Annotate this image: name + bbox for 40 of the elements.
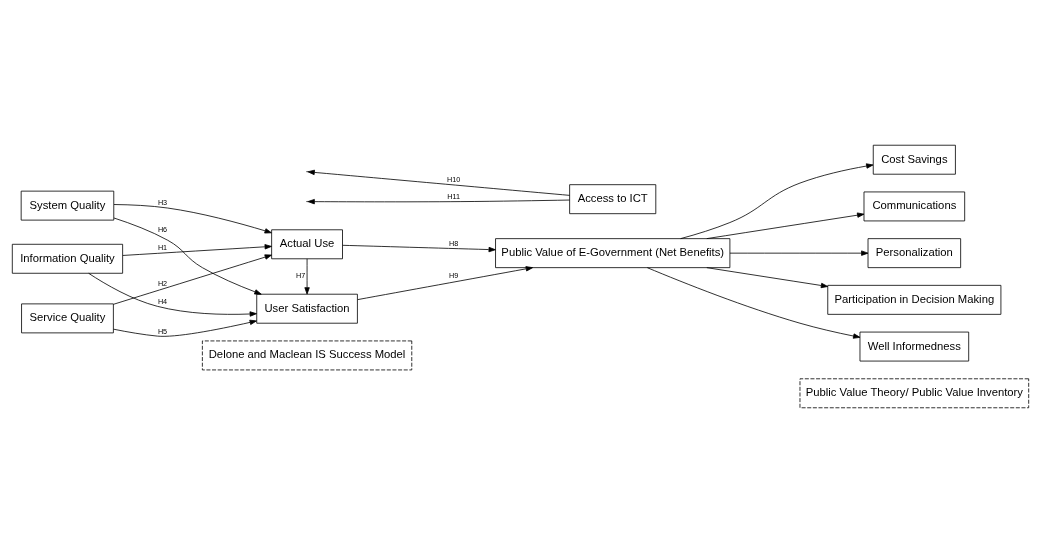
node-box: Participation in Decision Making <box>827 284 1002 315</box>
edge-label: H9 <box>449 270 459 280</box>
node-box: User Satisfaction <box>256 293 358 324</box>
arrow <box>342 244 496 252</box>
edge-label: H8 <box>449 238 459 248</box>
node-box: Personalization <box>867 237 962 268</box>
edge-label: H1 <box>157 242 168 252</box>
edge-label: H4 <box>157 296 168 306</box>
node-box: Service Quality <box>21 302 114 333</box>
node-box: Information Quality <box>11 243 124 274</box>
edge-label: H3 <box>157 197 168 207</box>
arrow <box>113 253 272 305</box>
arrow <box>113 217 262 295</box>
edge-label: H11 <box>447 191 461 201</box>
edge-label: H2 <box>157 278 168 288</box>
arrow <box>122 243 272 256</box>
edge-label: H10 <box>447 174 461 184</box>
node-box: Cost Savings <box>872 144 956 175</box>
arrow <box>304 257 310 294</box>
arrow <box>706 266 829 288</box>
node-box: Actual Use <box>271 228 343 259</box>
arrow <box>680 162 874 239</box>
arrow <box>113 319 257 337</box>
arrow <box>357 265 533 300</box>
arrow <box>729 250 869 256</box>
edge-label: H6 <box>157 224 168 234</box>
node-box: Communications <box>863 191 966 221</box>
arrow <box>307 169 570 196</box>
arrow <box>113 203 272 233</box>
edge-label: H5 <box>157 326 168 336</box>
node-box: Public Value Theory/ Public Value Inventory <box>799 377 1030 408</box>
node-box: Access to ICT <box>569 183 657 214</box>
node-box: System Quality <box>20 190 115 221</box>
node-box: Delone and Maclean IS Success Model <box>201 340 413 370</box>
arrow <box>646 266 861 339</box>
edge-label: H7 <box>296 270 306 280</box>
arrow <box>706 212 865 239</box>
arrow <box>88 272 257 317</box>
node-box: Public Value of E-Government (Net Benefits) <box>495 237 731 268</box>
node-box: Well Informedness <box>859 331 970 361</box>
